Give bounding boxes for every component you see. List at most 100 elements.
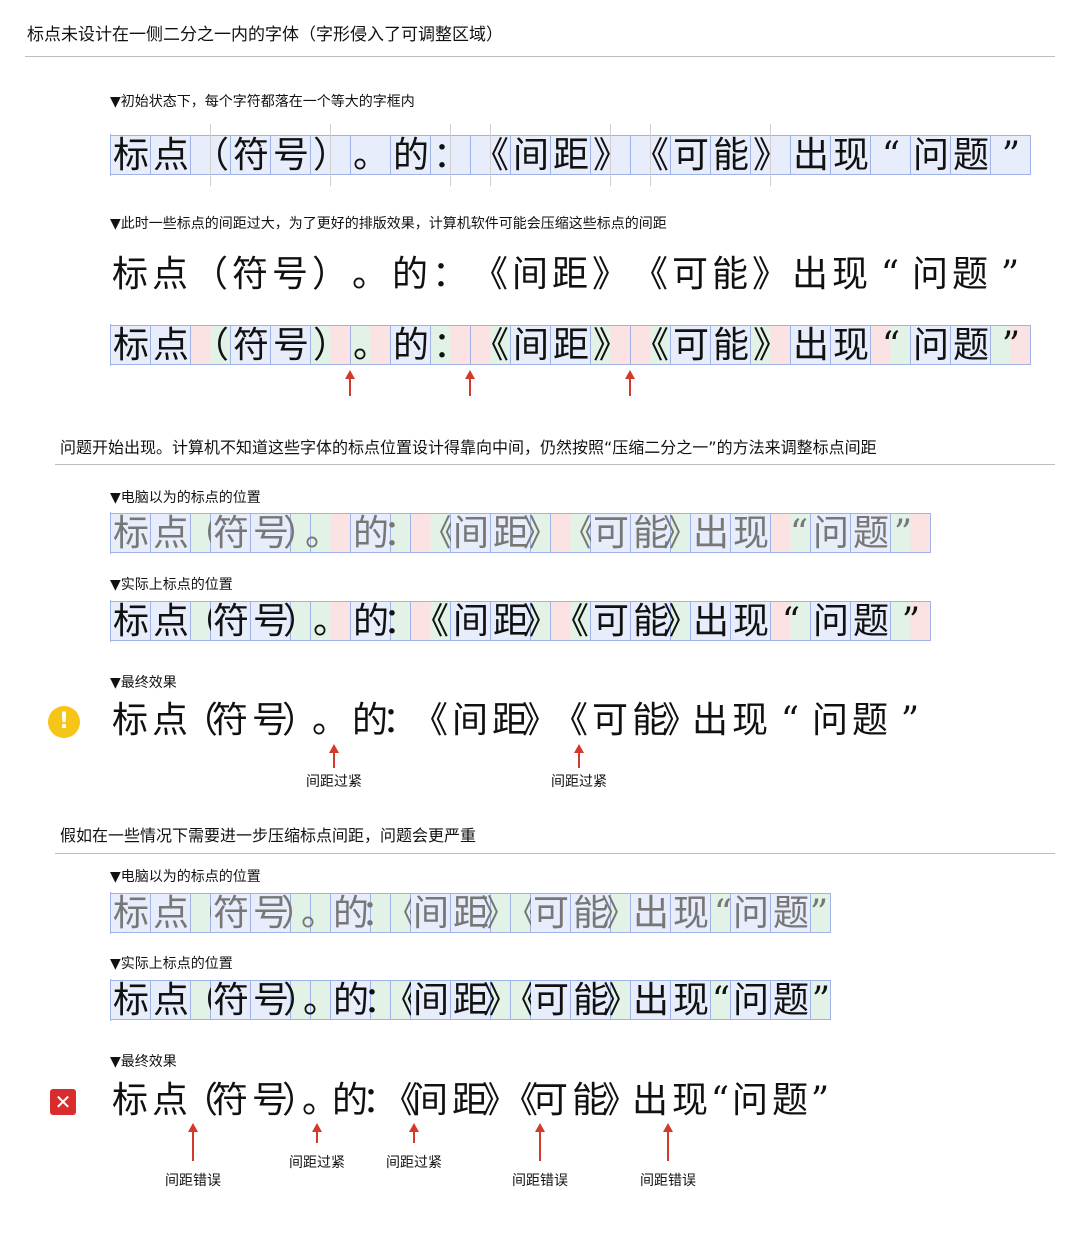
glyph-char: 的 [331,1080,368,1121]
glyph-char: “ [881,135,901,176]
sample-row-final: 标点（符号）。的：《间距》《可能》出现“问题” [110,1080,830,1122]
glyph-char: 《 [501,1080,538,1121]
glyph-char: 》 [592,135,629,176]
glyph-char: 》 [592,325,629,366]
han-glyph: 现 [731,601,771,642]
han-glyph: 点 [150,701,190,741]
glyph-char: 能 [632,513,669,554]
punctuation-glyph: 》 [602,1081,638,1121]
han-glyph: 的 [330,1081,370,1121]
han-glyph: 号 [250,701,290,741]
glyph-char: 出 [791,254,828,295]
punctuation-glyph: “ [871,325,911,366]
arrow-up-icon [312,1123,322,1143]
divider [55,853,1055,854]
glyph-char: 。 [312,601,349,642]
han-glyph: 号 [271,135,311,176]
punctuation-glyph: 《 [502,1081,538,1121]
punctuation-glyph: “ [710,1081,730,1121]
punctuation-glyph: ） [281,893,317,934]
glyph-char: 问 [732,980,769,1021]
punctuation-glyph: 》 [663,601,699,642]
han-glyph: 现 [730,701,770,741]
han-glyph: 点 [151,601,191,642]
glyph-char: 间 [511,254,548,295]
han-glyph: 距 [451,893,491,934]
glyph-char: 号 [272,325,309,366]
glyph-char: 出 [692,513,729,554]
glyph-char: 距 [492,601,529,642]
punctuation-glyph: 》 [483,980,519,1021]
glyph-char: 可 [592,601,629,642]
punctuation-glyph: 》 [591,325,631,366]
glyph-char: ： [431,254,468,295]
han-glyph: 题 [951,325,991,366]
glyph-char: 现 [732,513,769,554]
punctuation-glyph: “ [770,701,810,741]
glyph-char: 《 [412,601,449,642]
glyph-char: 问 [811,700,848,741]
han-glyph: 能 [571,980,611,1021]
glyph-char: 》 [752,325,789,366]
glyph-char: 符 [231,254,268,295]
note-tight: 间距过紧 [289,1155,345,1171]
glyph-char: 》 [521,700,558,741]
han-glyph: 能 [570,1081,610,1121]
han-glyph: 符 [211,980,251,1021]
punctuation-glyph: 》 [751,325,791,366]
punctuation-glyph: ： [362,1081,398,1121]
han-glyph: 号 [251,893,291,934]
han-glyph: 出 [631,893,671,934]
glyph-char: 间 [452,513,489,554]
glyph-char: ” [809,893,829,934]
han-glyph: 标 [111,893,151,934]
punctuation-glyph: 》 [591,135,631,176]
punctuation-glyph: 《 [630,255,670,295]
glyph-char: 距 [552,325,589,366]
han-glyph: 的 [331,893,371,934]
arrow-up-icon [663,1123,673,1161]
punctuation-glyph: “ [771,601,811,642]
han-glyph: 问 [731,980,771,1021]
glyph-char: 标 [112,980,149,1021]
glyph-char: 标 [112,325,149,366]
arrow-up-icon [574,744,584,768]
punctuation-glyph: 《 [470,255,510,295]
punctuation-glyph: ） [310,255,350,295]
guide-line [330,124,331,186]
han-glyph: 点 [151,135,191,176]
section-title: 假如在一些情况下需要进一步压缩标点间距，问题会更严重 [60,826,477,845]
han-glyph: 题 [951,135,991,176]
han-glyph: 现 [830,255,870,295]
glyph-char: ： [432,135,469,176]
warning-icon: ! [48,706,80,738]
glyph-char: 能 [632,601,669,642]
glyph-char: 可 [672,135,709,176]
han-glyph: 可 [591,601,631,642]
han-glyph: 能 [711,325,751,366]
glyph-char: “ [781,601,801,642]
han-glyph: 符 [230,255,270,295]
glyph-char: 点 [152,513,189,554]
glyph-char: 问 [731,1080,768,1121]
han-glyph: 标 [111,135,151,176]
han-glyph: 能 [631,513,671,554]
glyph-char: ” [810,1080,830,1121]
glyph-char: ） [281,1080,318,1121]
han-glyph: 间 [510,255,550,295]
punctuation-glyph: ： [361,893,397,934]
punctuation-glyph: “ [711,980,731,1021]
glyph-char: 》 [591,254,628,295]
glyph-char: 的 [351,700,388,741]
arrow-up-icon [535,1123,545,1161]
punctuation-glyph: （ [183,980,219,1021]
han-glyph: 符 [231,135,271,176]
han-glyph: 的 [391,325,431,366]
glyph-char: 的 [332,893,369,934]
glyph-char: 能 [711,254,748,295]
punctuation-glyph: ） [283,601,319,642]
arrow-up-icon [409,1123,419,1143]
han-glyph: 题 [850,701,890,741]
punctuation-glyph: ” [810,1081,830,1121]
glyph-char: 现 [832,325,869,366]
